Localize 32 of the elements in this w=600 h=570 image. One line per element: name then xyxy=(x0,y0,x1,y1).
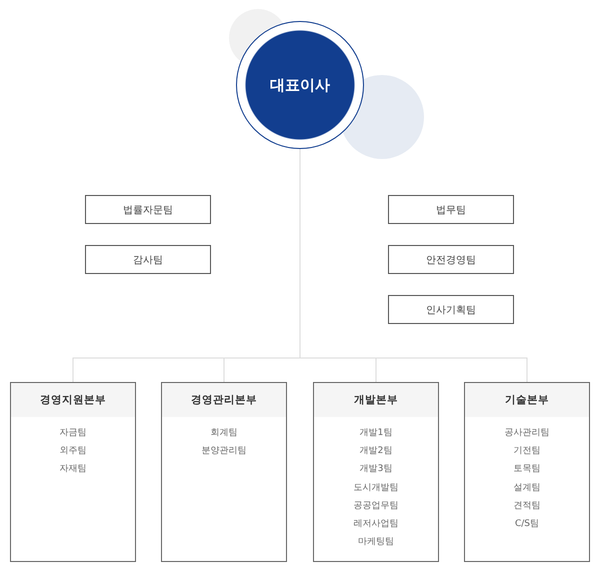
team-label: 회계팀 xyxy=(210,427,238,439)
team-label: 분양관리팀 xyxy=(200,445,248,458)
division-title: 경영관리본부 xyxy=(191,393,257,407)
team-label: 기전팀 xyxy=(512,445,542,458)
team-label: 마케팅팀 xyxy=(357,536,395,548)
team-label: 개발3팀 xyxy=(358,463,394,476)
team-label: 외주팀 xyxy=(58,445,88,458)
team-label: 자재팀 xyxy=(58,463,88,476)
team-box: 법률자문팀 xyxy=(85,195,211,224)
team-label: 견적팀 xyxy=(512,500,542,512)
team-box: 인사기획팀 xyxy=(388,295,514,324)
ceo-title: 대표이사 xyxy=(270,76,330,94)
team-label: 공사관리팀 xyxy=(504,427,550,439)
division-card xyxy=(313,382,439,562)
division-card xyxy=(161,382,287,562)
team-box: 안전경영팀 xyxy=(388,245,514,274)
division-title: 경영지원본부 xyxy=(40,393,106,407)
team-label: 자금팀 xyxy=(58,427,88,439)
team-box: 감사팀 xyxy=(85,245,211,274)
team-label: 개발1팀 xyxy=(358,427,394,439)
team-label: C/S팀 xyxy=(514,518,540,530)
team-label: 개발2팀 xyxy=(358,445,394,458)
division-card xyxy=(464,382,590,562)
team-label: 설계팀 xyxy=(512,482,542,494)
division-title: 기술본부 xyxy=(505,393,549,407)
team-box: 법무팀 xyxy=(388,195,514,224)
team-label: 레저사업팀 xyxy=(352,518,400,530)
division-card xyxy=(10,382,136,562)
team-label: 토목팀 xyxy=(512,463,542,476)
team-label: 공공업무팀 xyxy=(352,500,400,512)
team-label: 도시개발팀 xyxy=(352,482,400,494)
division-title: 개발본부 xyxy=(354,393,398,407)
